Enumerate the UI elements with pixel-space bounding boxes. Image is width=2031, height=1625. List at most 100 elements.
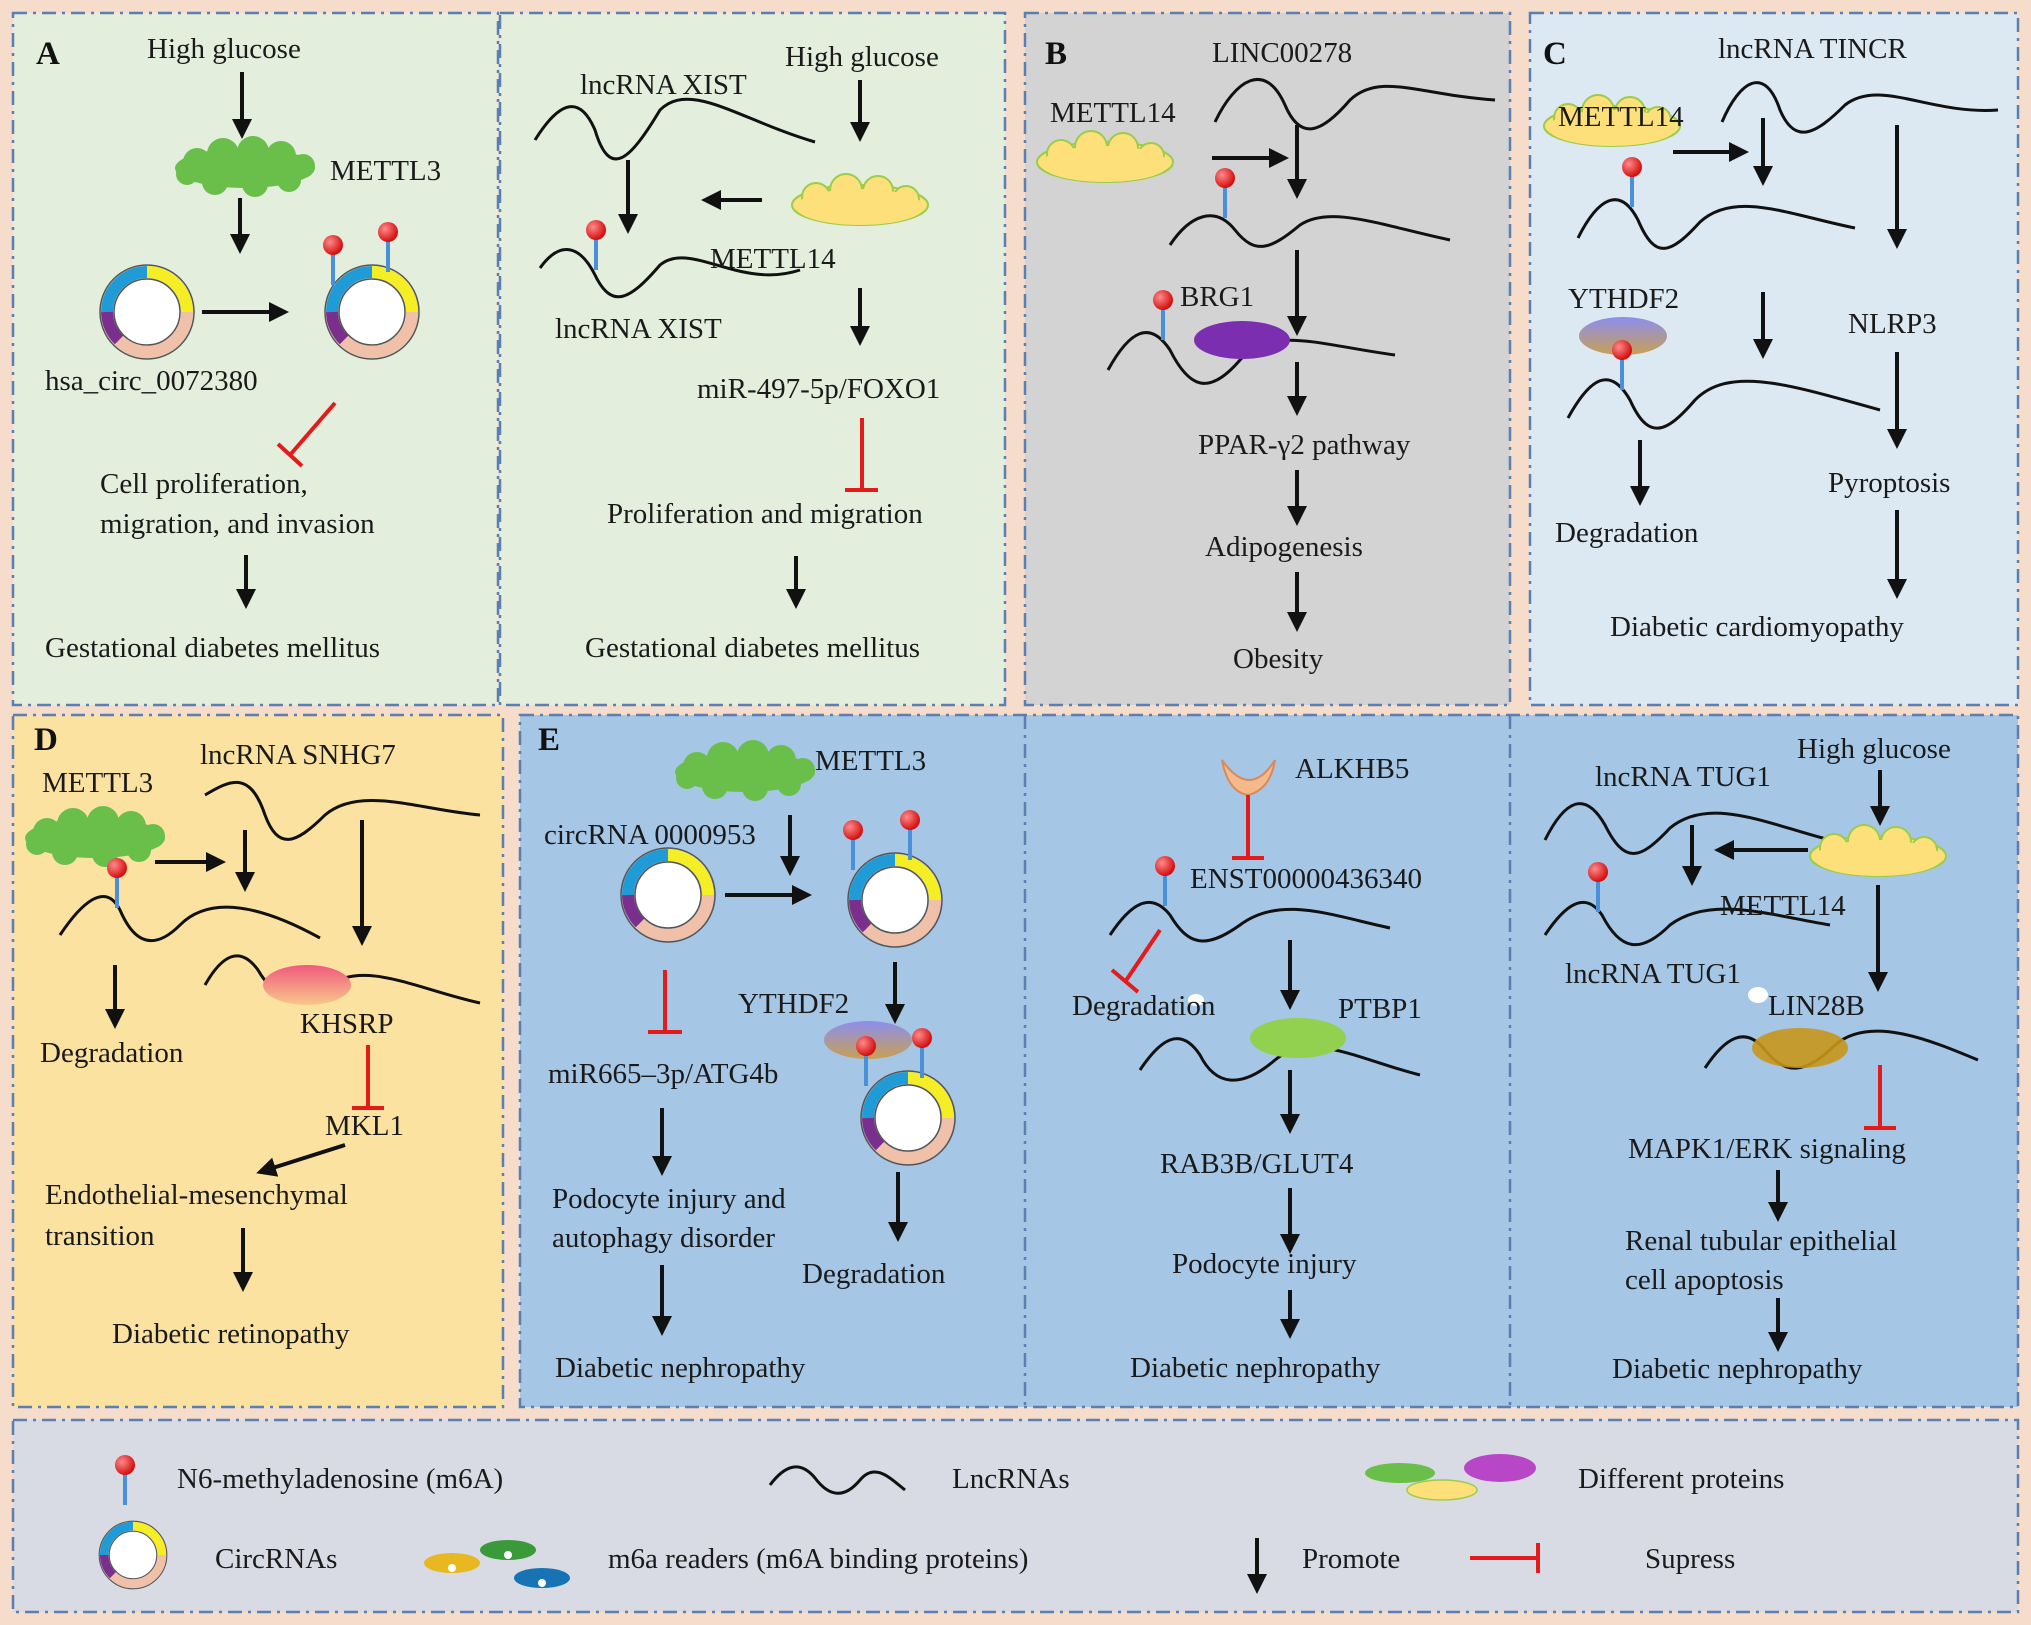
suppress-mark bbox=[1110, 928, 1162, 994]
arrow bbox=[256, 1143, 346, 1177]
legend-suppress-icon bbox=[1470, 1543, 1540, 1573]
a1-effect-2: migration, and invasion bbox=[100, 508, 375, 540]
suppress-mark bbox=[1232, 795, 1264, 860]
b-brg1: BRG1 bbox=[1180, 281, 1254, 313]
panel-c-content: lncRNA TINCR METTL14 YTHDF2 NLRP3 Pyropt… bbox=[1543, 33, 1999, 643]
a2-mettl14: METTL14 bbox=[710, 243, 836, 275]
panel-b bbox=[1023, 11, 1512, 707]
legend-circrna-icon bbox=[99, 1521, 167, 1589]
a1-mettl3: METTL3 bbox=[330, 155, 441, 187]
suppress-mark bbox=[352, 1045, 384, 1110]
e1-circ: circRNA 0000953 bbox=[544, 819, 756, 851]
e1-mettl3: METTL3 bbox=[815, 745, 926, 777]
e3-tug1-bottom: lncRNA TUG1 bbox=[1565, 958, 1741, 990]
e1-degradation: Degradation bbox=[802, 1258, 946, 1290]
brg1-protein bbox=[1194, 321, 1290, 359]
lncrna-strand bbox=[1108, 901, 1391, 943]
e3-outcome: Diabetic nephropathy bbox=[1612, 1353, 1863, 1385]
circrna-methylated bbox=[848, 853, 942, 947]
lncrna-strand bbox=[1106, 331, 1396, 385]
lncrna-strand bbox=[1576, 198, 1856, 250]
alkbh5-protein bbox=[1221, 759, 1276, 797]
panel-a-right bbox=[498, 11, 1007, 707]
a1-effect-1: Cell proliferation, bbox=[100, 468, 308, 500]
d-emt-2: transition bbox=[45, 1220, 155, 1252]
c-tincr: lncRNA TINCR bbox=[1718, 33, 1907, 65]
circrna-methylated bbox=[861, 1071, 955, 1165]
a1-circ: hsa_circ_0072380 bbox=[45, 365, 258, 397]
d-snhg7: lncRNA SNHG7 bbox=[200, 739, 396, 771]
e3-tug1-top: lncRNA TUG1 bbox=[1595, 761, 1771, 793]
panel-label-d: D bbox=[34, 722, 58, 758]
d-khsrp: KHSRP bbox=[300, 1008, 394, 1040]
c-ythdf2: YTHDF2 bbox=[1568, 283, 1679, 315]
m6a-reader-dot bbox=[1748, 987, 1768, 1003]
legend-promote: Promote bbox=[1302, 1543, 1400, 1575]
d-mkl1: MKL1 bbox=[325, 1110, 404, 1142]
b-linc: LINC00278 bbox=[1212, 37, 1352, 69]
e1-target: miR665–3p/ATG4b bbox=[548, 1058, 778, 1090]
suppress-mark bbox=[1864, 1065, 1896, 1130]
c-degradation: Degradation bbox=[1555, 517, 1699, 549]
b-adipogenesis: Adipogenesis bbox=[1205, 531, 1363, 563]
e1-injury-2: autophagy disorder bbox=[552, 1222, 775, 1254]
e2-ptbp1: PTBP1 bbox=[1338, 993, 1422, 1025]
panel-a-left bbox=[11, 11, 500, 707]
legend: N6-methyladenosine (m6A) LncRNAs Differe… bbox=[99, 1453, 1784, 1594]
circrna bbox=[100, 265, 194, 359]
a2-xist-top: lncRNA XIST bbox=[580, 69, 747, 101]
e3-apoptosis-2: cell apoptosis bbox=[1625, 1264, 1784, 1296]
panel-e3-content: High glucose lncRNA TUG1 METTL14 lncRNA … bbox=[1543, 733, 1979, 1385]
circrna bbox=[621, 848, 715, 942]
panel-label-b: B bbox=[1045, 36, 1067, 72]
d-mettl3: METTL3 bbox=[42, 767, 153, 799]
legend-proteins: Different proteins bbox=[1578, 1463, 1784, 1495]
e1-ythdf2: YTHDF2 bbox=[738, 988, 849, 1020]
panel-d-content: METTL3 lncRNA SNHG7 Degradation KHSRP MK… bbox=[25, 739, 481, 1350]
e3-apoptosis-1: Renal tubular epithelial bbox=[1625, 1225, 1897, 1257]
suppress-mark bbox=[648, 970, 682, 1034]
panel-e2-content: ALKHB5 ENST00000436340 Degradation PTBP1… bbox=[1072, 753, 1422, 1384]
lncrna-strand bbox=[1138, 1037, 1421, 1082]
panel-d bbox=[11, 713, 505, 1409]
e2-enst: ENST00000436340 bbox=[1190, 863, 1422, 895]
legend-proteins-icon bbox=[1365, 1454, 1536, 1501]
panel-a-right-content: lncRNA XIST High glucose METTL14 lncRNA … bbox=[533, 41, 940, 664]
e3-lin28b: LIN28B bbox=[1768, 990, 1865, 1022]
khsrp-protein bbox=[263, 965, 351, 1005]
e2-degradation: Degradation bbox=[1072, 990, 1216, 1022]
suppress-mark bbox=[845, 418, 878, 492]
d-emt-1: Endothelial-mesenchymal bbox=[45, 1179, 348, 1211]
lncrna-strand bbox=[1720, 81, 1999, 134]
legend-readers-icon bbox=[424, 1540, 570, 1588]
a2-target: miR-497-5p/FOXO1 bbox=[697, 373, 940, 405]
a2-xist-bottom: lncRNA XIST bbox=[555, 313, 722, 345]
lncrna-strand bbox=[1566, 378, 1881, 430]
c-nlrp3: NLRP3 bbox=[1848, 308, 1937, 340]
lncrna-strand bbox=[533, 97, 816, 161]
panel-a-left-content: High glucose METTL3 hsa_circ_0072380 Cel… bbox=[45, 33, 441, 664]
e3-mettl14: METTL14 bbox=[1720, 890, 1846, 922]
a2-high-glucose: High glucose bbox=[785, 41, 939, 73]
suppress-mark bbox=[276, 401, 337, 468]
legend-lncrnas: LncRNAs bbox=[952, 1463, 1070, 1495]
e2-target: RAB3B/GLUT4 bbox=[1160, 1148, 1354, 1180]
panel-label-e: E bbox=[538, 722, 560, 758]
lncrna-strand bbox=[1543, 901, 1831, 947]
legend-readers: m6a readers (m6A binding proteins) bbox=[608, 1543, 1028, 1575]
lncrna-strand bbox=[538, 248, 801, 299]
lncrna-strand bbox=[204, 781, 481, 841]
b-pathway: PPAR-γ2 pathway bbox=[1198, 429, 1411, 461]
d-outcome: Diabetic retinopathy bbox=[112, 1318, 350, 1350]
lncrna-strand bbox=[1168, 214, 1451, 248]
panel-e1-content: METTL3 circRNA 0000953 YTHDF2 miR665–3p/… bbox=[544, 740, 955, 1384]
legend-m6a: N6-methyladenosine (m6A) bbox=[177, 1463, 503, 1495]
e2-injury: Podocyte injury bbox=[1172, 1248, 1357, 1280]
c-outcome: Diabetic cardiomyopathy bbox=[1610, 611, 1904, 643]
c-mettl14: METTL14 bbox=[1558, 101, 1684, 133]
e2-outcome: Diabetic nephropathy bbox=[1130, 1352, 1381, 1384]
panel-label-a: A bbox=[36, 36, 60, 72]
a1-high-glucose: High glucose bbox=[147, 33, 301, 65]
a2-outcome: Gestational diabetes mellitus bbox=[585, 632, 920, 664]
